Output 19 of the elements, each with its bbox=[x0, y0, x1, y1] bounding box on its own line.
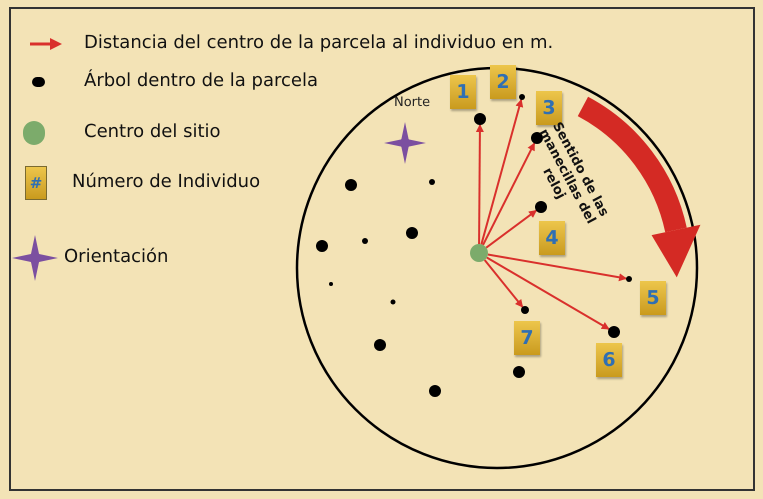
north-label: Norte bbox=[394, 96, 430, 109]
distance-arrow bbox=[486, 256, 610, 330]
number-badge: 1 bbox=[450, 75, 476, 109]
legend-text: Distancia del centro de la parcela al individuo en m. bbox=[84, 34, 554, 52]
distance-arrow bbox=[482, 142, 536, 246]
legend-text: Centro del sitio bbox=[84, 123, 221, 141]
distance-arrow bbox=[476, 124, 484, 244]
distance-arrow bbox=[480, 98, 524, 245]
number-badge: 2 bbox=[490, 65, 516, 99]
distance-arrow bbox=[488, 254, 628, 282]
number-badge: 7 bbox=[514, 321, 540, 355]
legend-text: Número de Individuo bbox=[72, 173, 260, 191]
legend-text: Orientación bbox=[64, 248, 168, 266]
number-badge: 6 bbox=[596, 343, 622, 377]
distance-arrow bbox=[484, 259, 524, 308]
distance-arrow bbox=[486, 210, 537, 248]
number-badge: # bbox=[25, 166, 47, 200]
number-badge: 4 bbox=[539, 221, 565, 255]
number-badge: 5 bbox=[640, 281, 666, 315]
